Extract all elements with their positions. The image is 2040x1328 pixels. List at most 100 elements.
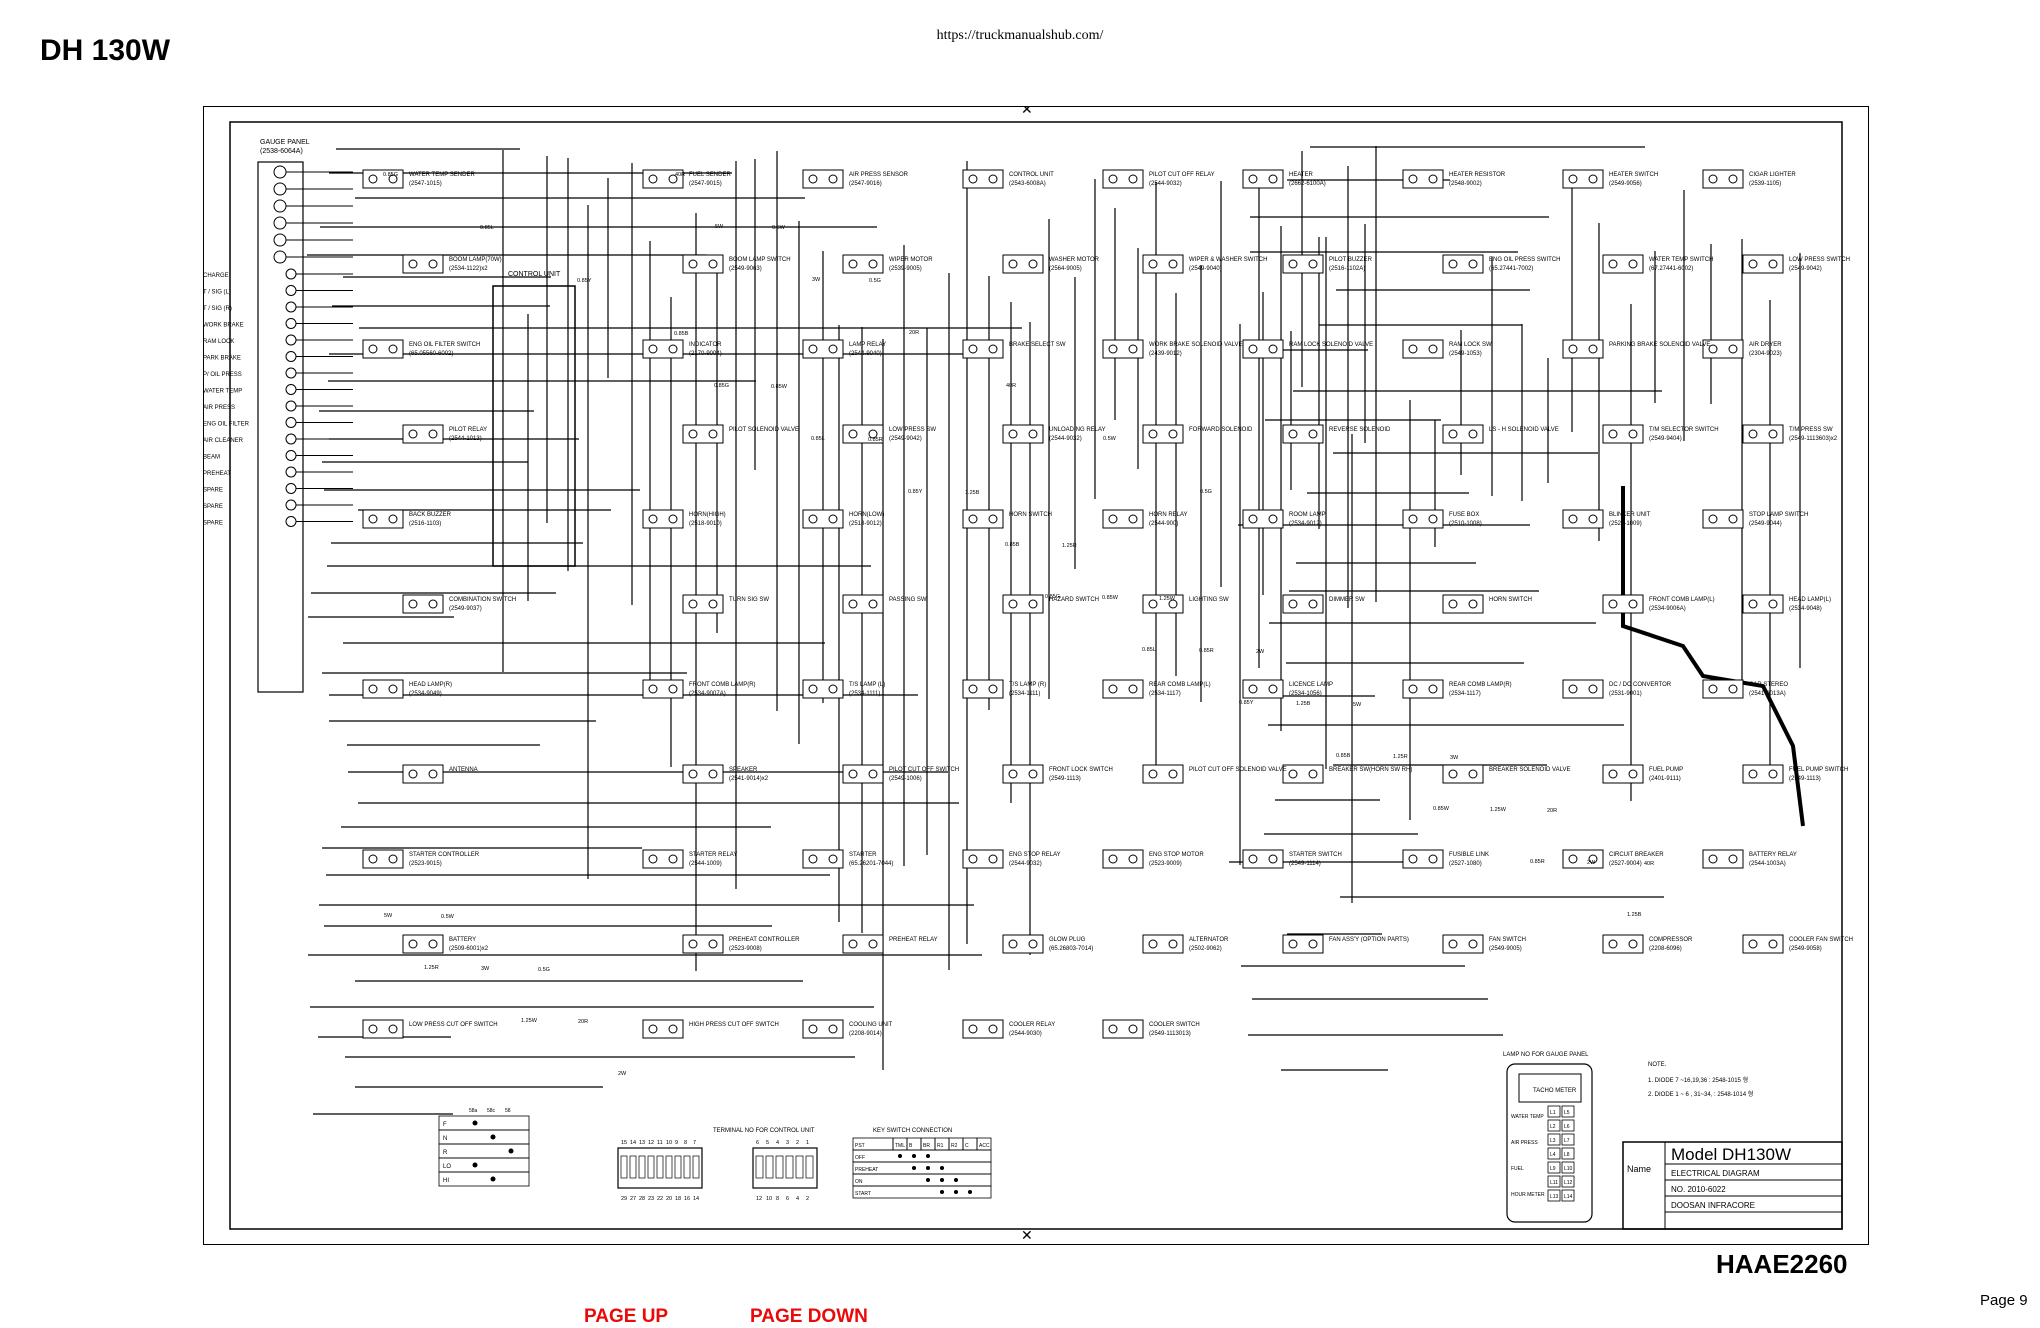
contact-icon [1748,259,1758,269]
wire-code: 1.25W [1490,807,1507,813]
terminal-pin [656,1155,664,1179]
component-label: BLINKER UNIT [1609,512,1651,518]
contact-icon [1748,599,1758,609]
lamp-cell [1547,1105,1561,1118]
contact-icon [1148,429,1158,439]
gauge-panel-part: (2538-6064A) [260,148,303,155]
component-label: ENG OIL PRESS SWITCH [1489,257,1560,263]
terminal-number: 2 [796,1140,799,1146]
note-title: NOTE. [1648,1062,1667,1068]
component-label: HEATER [1289,172,1314,178]
component-label: RAM LOCK SW [1449,342,1492,348]
tm-col-label: 58 [505,1108,511,1114]
contact-icon [428,939,438,949]
component-part: (2439-9012) [1149,351,1182,357]
contact-icon [408,429,418,439]
contact-icon [708,769,718,779]
contact-icon [1008,259,1018,269]
contact-icon [1428,684,1438,694]
wire-code: 0.85W [1102,595,1119,601]
component-label: HORN SWITCH [1489,597,1532,603]
contact-icon [1248,684,1258,694]
indicator-lamp-icon [285,450,297,461]
component-part: (2518-9010) [689,521,722,527]
terminal-number: 7 [693,1140,696,1146]
lamp-cell [1547,1189,1561,1202]
contact-icon [688,939,698,949]
model-title: DH 130W [40,34,171,67]
wire-code: 40R [1644,861,1654,867]
page-up-link[interactable]: PAGE UP [584,1306,669,1327]
contact-icon [688,769,698,779]
contact-icon [1728,854,1738,864]
tm-col-label: 58a [469,1108,478,1114]
component-part: (2544-9032) [1009,861,1042,867]
component-part: (2549-9063) [729,266,762,272]
component-label: HORN SWITCH [1009,512,1052,518]
component-part: (2549-1006) [889,776,922,782]
component-part: (2544-9040) [849,351,882,357]
component-label: STOP LAMP SWITCH [1749,512,1808,518]
terminal-pin [665,1155,673,1179]
lamp-cell-label: L8 [1564,1152,1570,1158]
contact-icon [828,684,838,694]
component-label: T/S LAMP (R) [1009,682,1046,688]
component-part: (2549-1113013) [1149,1031,1191,1037]
contact-icon [1708,854,1718,864]
contact-icon [828,1024,838,1034]
terminal-pin [805,1155,814,1179]
source-url[interactable]: https://truckmanualshub.com/ [936,28,1104,43]
contact-icon [868,429,878,439]
component-label: T/S LAMP (L) [849,682,885,688]
contact-icon [1248,174,1258,184]
gauge-indicator-label: SPARE [203,488,223,494]
contact-icon [988,684,998,694]
gauge-indicator-label: WORK BRAKE [203,323,244,329]
contact-icon [1568,174,1578,184]
component-part: (2549-1113603)x2 [1789,436,1838,442]
component-label: LOW PRESS SW [889,427,936,433]
component-label: RAM LOCK SOLENOID VALVE [1289,342,1373,348]
component-label: HEATER SWITCH [1609,172,1658,178]
lamp-cell [1561,1119,1575,1132]
contact-icon [1288,939,1298,949]
contact-icon [1288,429,1298,439]
component-part: (2531-9001) [1609,691,1642,697]
indicator-lamp-icon [285,466,297,478]
contact-icon [1168,259,1178,269]
contact-icon [388,514,398,524]
terminal-number: 5 [766,1140,769,1146]
component-part: (2564-9005) [1049,266,1082,272]
component-label: WASHER MOTOR [1049,257,1100,263]
contact-icon [408,769,418,779]
contact-icon [808,344,818,354]
contact-icon [1408,174,1418,184]
wire-code: 0.85W [771,384,788,390]
contact-icon [1248,514,1258,524]
component-label: STARTER SWITCH [1289,852,1342,858]
wire-code: 0.85G [1045,594,1060,600]
component-part: (2549-9040) [1189,266,1222,272]
lamp-cell-label: L4 [1550,1152,1556,1158]
contact-icon [1308,939,1318,949]
page-down-link[interactable]: PAGE DOWN [750,1306,868,1327]
component-label: AIR PRESS SENSOR [849,172,909,178]
component-label: CONTROL UNIT [1009,172,1054,178]
contact-icon [1588,514,1598,524]
connection-dot [912,1166,916,1170]
contact-icon [1268,344,1278,354]
connection-dot [940,1166,944,1170]
gauge-indicator-label: T / SIG (R) [203,306,232,312]
indicator-lamp-icon [285,400,297,412]
gauge-dial-icon [273,199,287,213]
terminal-number: 6 [756,1140,759,1146]
component-label: LOW PRESS SWITCH [1789,257,1850,263]
contact-icon [868,259,878,269]
component-part: (2401-9111) [1649,776,1681,782]
lamp-cell-label: L12 [1564,1180,1573,1186]
key-switch-header: B [909,1143,913,1149]
component-label: LIGHTING SW [1189,597,1229,603]
wire-code: 5W [1353,702,1362,708]
